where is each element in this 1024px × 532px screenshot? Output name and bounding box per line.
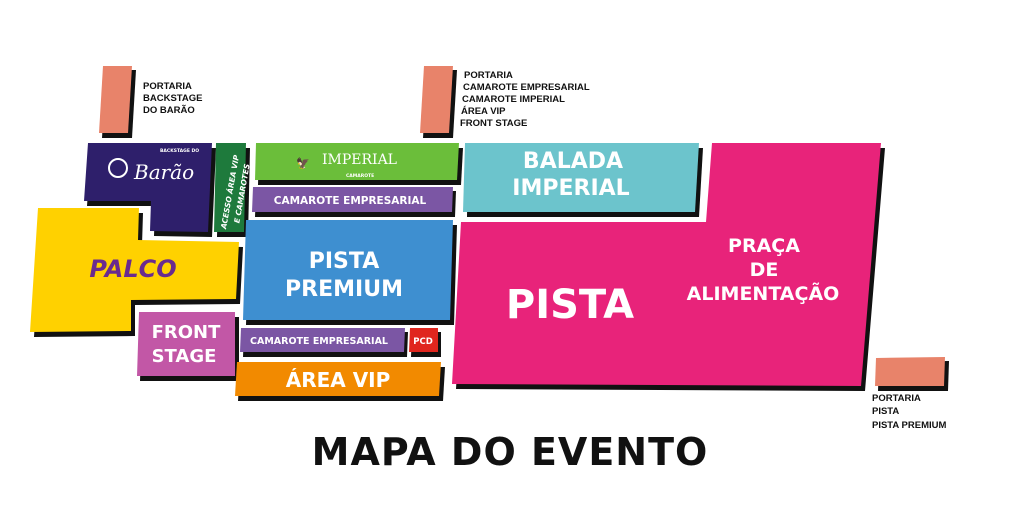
zone-shape [235,362,441,396]
zone-label: PISTA [309,249,379,274]
zone-label: PISTA [506,282,634,328]
gate-label-line: PISTA [872,406,899,417]
barao-logo-icon [108,158,128,178]
gate-block [875,357,945,386]
zone-shape [409,328,438,352]
zone-label: IMPERIAL [512,176,629,201]
zone-pista-premium[interactable]: PISTA PREMIUM [243,220,457,325]
gate-label-line: ÁREA VIP [461,106,506,117]
gate-label-line: CAMAROTE IMPERIAL [462,94,565,105]
zone-label-small: CAMAROTE [346,173,374,179]
zone-shape [30,208,239,332]
zone-label: CAMAROTE EMPRESARIAL [250,336,388,347]
zone-acesso-vip-camarotes[interactable]: ACESSO ÁREA VIP E CAMAROTES [214,143,253,237]
gate-backstage[interactable] [99,66,136,138]
zone-shape [214,143,246,232]
gate-label-line: PORTARIA [143,81,192,92]
zone-shape [252,187,453,212]
zone-shape [463,143,699,212]
zone-shape [240,328,405,352]
zone-area-vip[interactable]: ÁREA VIP [235,362,445,401]
zone-label: BALADA [523,149,623,174]
zone-label: FRONT [152,322,222,343]
praca-label: DE [750,259,779,281]
zone-label: IMPERIAL [322,152,397,168]
zone-label: STAGE [152,346,217,367]
gate-label-line: FRONT STAGE [460,118,527,129]
zone-shape [255,143,459,180]
praca-label: ALIMENTAÇÃO [687,281,840,305]
zone-label-small: BACKSTAGE DO [160,148,199,154]
zone-label: Barão [133,160,194,184]
zone-label: ÁREA VIP [286,368,391,392]
zone-balada-imperial[interactable]: BALADA IMPERIAL [463,143,703,217]
gate-label-line: CAMAROTE EMPRESARIAL [463,82,590,93]
zone-label: PALCO [89,255,176,283]
zone-camarote-empresarial-top[interactable]: CAMAROTE EMPRESARIAL [252,187,456,217]
gate-label-line: PISTA PREMIUM [872,420,947,431]
zone-backstage-barao[interactable]: BACKSTAGE DO Barão [84,143,216,237]
gate-label: PORTARIA CAMAROTE EMPRESARIAL CAMAROTE I… [460,70,592,129]
gate-block [99,66,132,133]
gate-block [420,66,453,133]
zone-camarote-imperial[interactable]: 🦅 IMPERIAL CAMAROTE [255,143,463,185]
zone-shape [243,220,453,320]
zone-camarote-empresarial-bottom[interactable]: CAMAROTE EMPRESARIAL [240,328,408,357]
gate-label: PORTARIA BACKSTAGE DO BARÃO [143,81,205,116]
gate-label-line: DO BARÃO [143,105,195,116]
gate-label: PORTARIA PISTA PISTA PREMIUM [872,393,947,431]
zone-pista[interactable]: PISTA PRAÇA DE ALIMENTAÇÃO [452,143,885,391]
eagle-icon: 🦅 [296,156,310,170]
map-title: MAPA DO EVENTO [312,430,709,474]
gate-pista[interactable] [875,357,949,391]
gate-camarotes[interactable] [420,66,457,138]
zone-shape [84,143,212,232]
zone-front-stage[interactable]: FRONT STAGE [137,312,239,381]
zone-shape [452,143,881,386]
gate-label-line: PORTARIA [464,70,513,81]
zone-pcd[interactable]: PCD [409,328,441,357]
zone-label: PCD [413,337,433,347]
zone-palco[interactable]: PALCO [30,208,243,337]
zone-shape [137,312,235,376]
gate-label-line: PORTARIA [872,393,921,404]
gate-label-line: BACKSTAGE [143,93,202,104]
praca-label: PRAÇA [728,235,800,257]
zone-label: PREMIUM [285,277,403,302]
zone-label: CAMAROTE EMPRESARIAL [274,195,427,207]
